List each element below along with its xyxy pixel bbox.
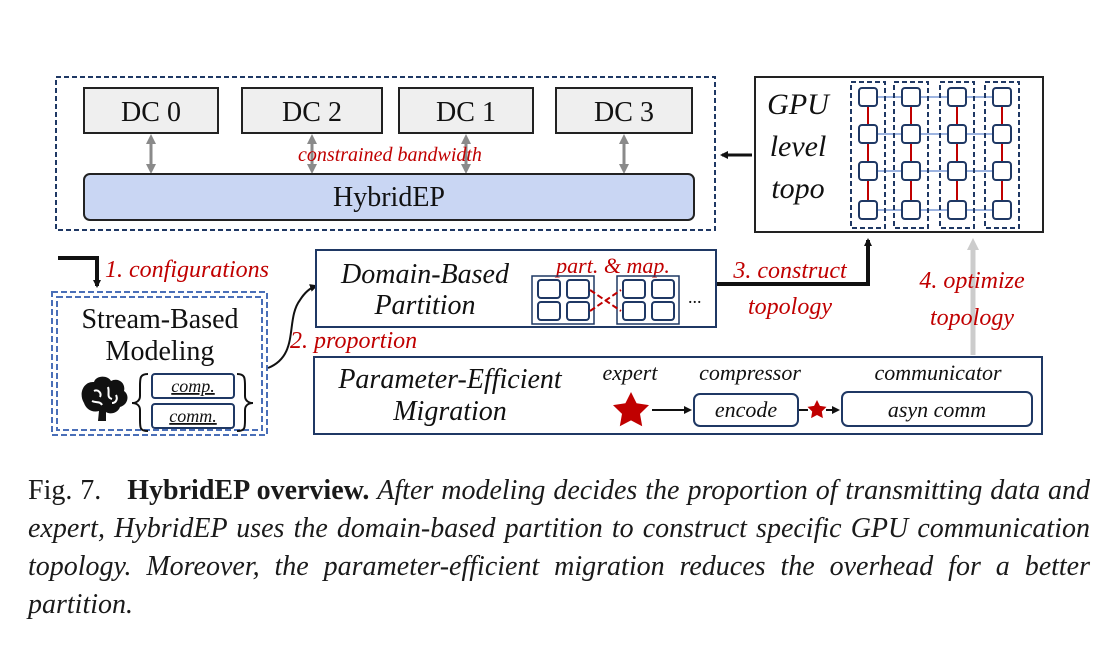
dc-label-3: DC 3 bbox=[594, 97, 654, 128]
datacenter-group-box bbox=[55, 76, 716, 231]
comp-label: comp. bbox=[171, 376, 215, 396]
proportion-arrow bbox=[267, 284, 318, 369]
partition-cell bbox=[622, 279, 646, 299]
partition-cell bbox=[566, 301, 590, 321]
gpu-column-group bbox=[939, 81, 975, 229]
gpu-node bbox=[901, 161, 921, 181]
hybridep-diagram: DC 0 DC 2 DC 1 DC 3 constrained bandwidt… bbox=[51, 76, 1044, 436]
dc-label-2: DC 1 bbox=[436, 97, 496, 128]
dc-label-0: DC 0 bbox=[121, 97, 181, 128]
left-brace bbox=[131, 373, 149, 432]
partition-cell bbox=[651, 301, 675, 321]
modeling-box-inner bbox=[56, 296, 263, 431]
brain-icon bbox=[81, 376, 128, 421]
gpu-node bbox=[947, 87, 967, 107]
proportion-label: 2. proportion bbox=[290, 328, 417, 354]
partition-cell bbox=[622, 301, 646, 321]
gpu-column-group bbox=[850, 81, 886, 229]
partition-cell bbox=[537, 279, 561, 299]
migration-line1: Parameter-Efficient bbox=[337, 364, 563, 395]
comp-box bbox=[151, 373, 235, 399]
partition-cells bbox=[531, 275, 680, 325]
gpu-node bbox=[901, 200, 921, 220]
gpu-column-group bbox=[893, 81, 929, 229]
gpu-grid bbox=[850, 81, 1020, 229]
communicator-label: communicator bbox=[874, 360, 1002, 385]
asyn-comm-box bbox=[841, 391, 1033, 427]
gpu-node bbox=[858, 200, 878, 220]
modeling-line1: Stream-Based bbox=[81, 304, 238, 335]
gpu-node bbox=[858, 87, 878, 107]
partition-box bbox=[315, 249, 717, 328]
gpu-node bbox=[947, 200, 967, 220]
hybridep-bar bbox=[83, 173, 695, 221]
partition-line1: Domain-Based bbox=[340, 259, 510, 290]
construct-topology-arrow bbox=[717, 238, 872, 286]
gpu-node bbox=[901, 87, 921, 107]
compressed-star-icon bbox=[807, 400, 827, 419]
gpu-node bbox=[947, 124, 967, 144]
optimize-label-2: topology bbox=[930, 305, 1014, 331]
expert-star-icon bbox=[613, 392, 649, 427]
mapping-link bbox=[589, 289, 622, 312]
encode-box bbox=[693, 393, 799, 427]
gpu-node bbox=[992, 87, 1012, 107]
right-brace bbox=[236, 373, 254, 432]
caption-body: After modeling decides the proportion of… bbox=[28, 475, 1091, 620]
gpu-column-group bbox=[984, 81, 1020, 229]
migration-line2: Migration bbox=[392, 396, 507, 427]
partition-group bbox=[531, 275, 595, 325]
partition-cell bbox=[651, 279, 675, 299]
gpu-topo-line3: topo bbox=[771, 172, 824, 205]
partition-group bbox=[616, 275, 680, 325]
part-map-label: part. & map. bbox=[554, 253, 670, 278]
gpu-node bbox=[992, 124, 1012, 144]
comm-label: comm. bbox=[169, 406, 217, 426]
gpu-node bbox=[858, 124, 878, 144]
hybridep-label: HybridEP bbox=[333, 182, 445, 213]
dc-box-3: DC 3 bbox=[555, 87, 693, 134]
compressor-label: compressor bbox=[699, 360, 801, 385]
dc-label-1: DC 2 bbox=[282, 97, 342, 128]
gpu-node bbox=[858, 161, 878, 181]
gpu-topo-line2: level bbox=[770, 130, 827, 163]
construct-label-2: topology bbox=[748, 294, 832, 320]
encode-label: encode bbox=[715, 397, 778, 422]
gpu-node bbox=[992, 161, 1012, 181]
asyn-comm-label: asyn comm bbox=[888, 397, 986, 422]
configurations-label: 1. configurations bbox=[105, 257, 269, 283]
dc-box-1: DC 2 bbox=[241, 87, 383, 134]
figure-caption: Fig. 7. HybridEP overview. After modelin… bbox=[28, 472, 1090, 624]
configurations-arrow bbox=[58, 256, 101, 288]
gpu-node bbox=[901, 124, 921, 144]
dc-box-2: DC 1 bbox=[398, 87, 534, 134]
construct-label-1: 3. construct bbox=[732, 258, 848, 284]
partition-line2: Partition bbox=[373, 290, 475, 321]
optimize-label-1: 4. optimize bbox=[919, 268, 1025, 294]
gpu-node bbox=[992, 200, 1012, 220]
caption-fig-number: Fig. 7. bbox=[28, 475, 102, 506]
caption-title: HybridEP overview. bbox=[127, 475, 370, 506]
modeling-line2: Modeling bbox=[106, 336, 215, 367]
expert-label: expert bbox=[603, 360, 659, 385]
partition-cell bbox=[566, 279, 590, 299]
gpu-node bbox=[947, 161, 967, 181]
bandwidth-label: constrained bandwidth bbox=[298, 144, 482, 166]
modeling-box-outer bbox=[51, 291, 268, 436]
gpu-topo-line1: GPU bbox=[767, 88, 831, 121]
partition-ellipsis: ... bbox=[688, 287, 702, 307]
dc-box-0: DC 0 bbox=[83, 87, 219, 134]
comm-box bbox=[151, 403, 235, 429]
partition-cell bbox=[537, 301, 561, 321]
